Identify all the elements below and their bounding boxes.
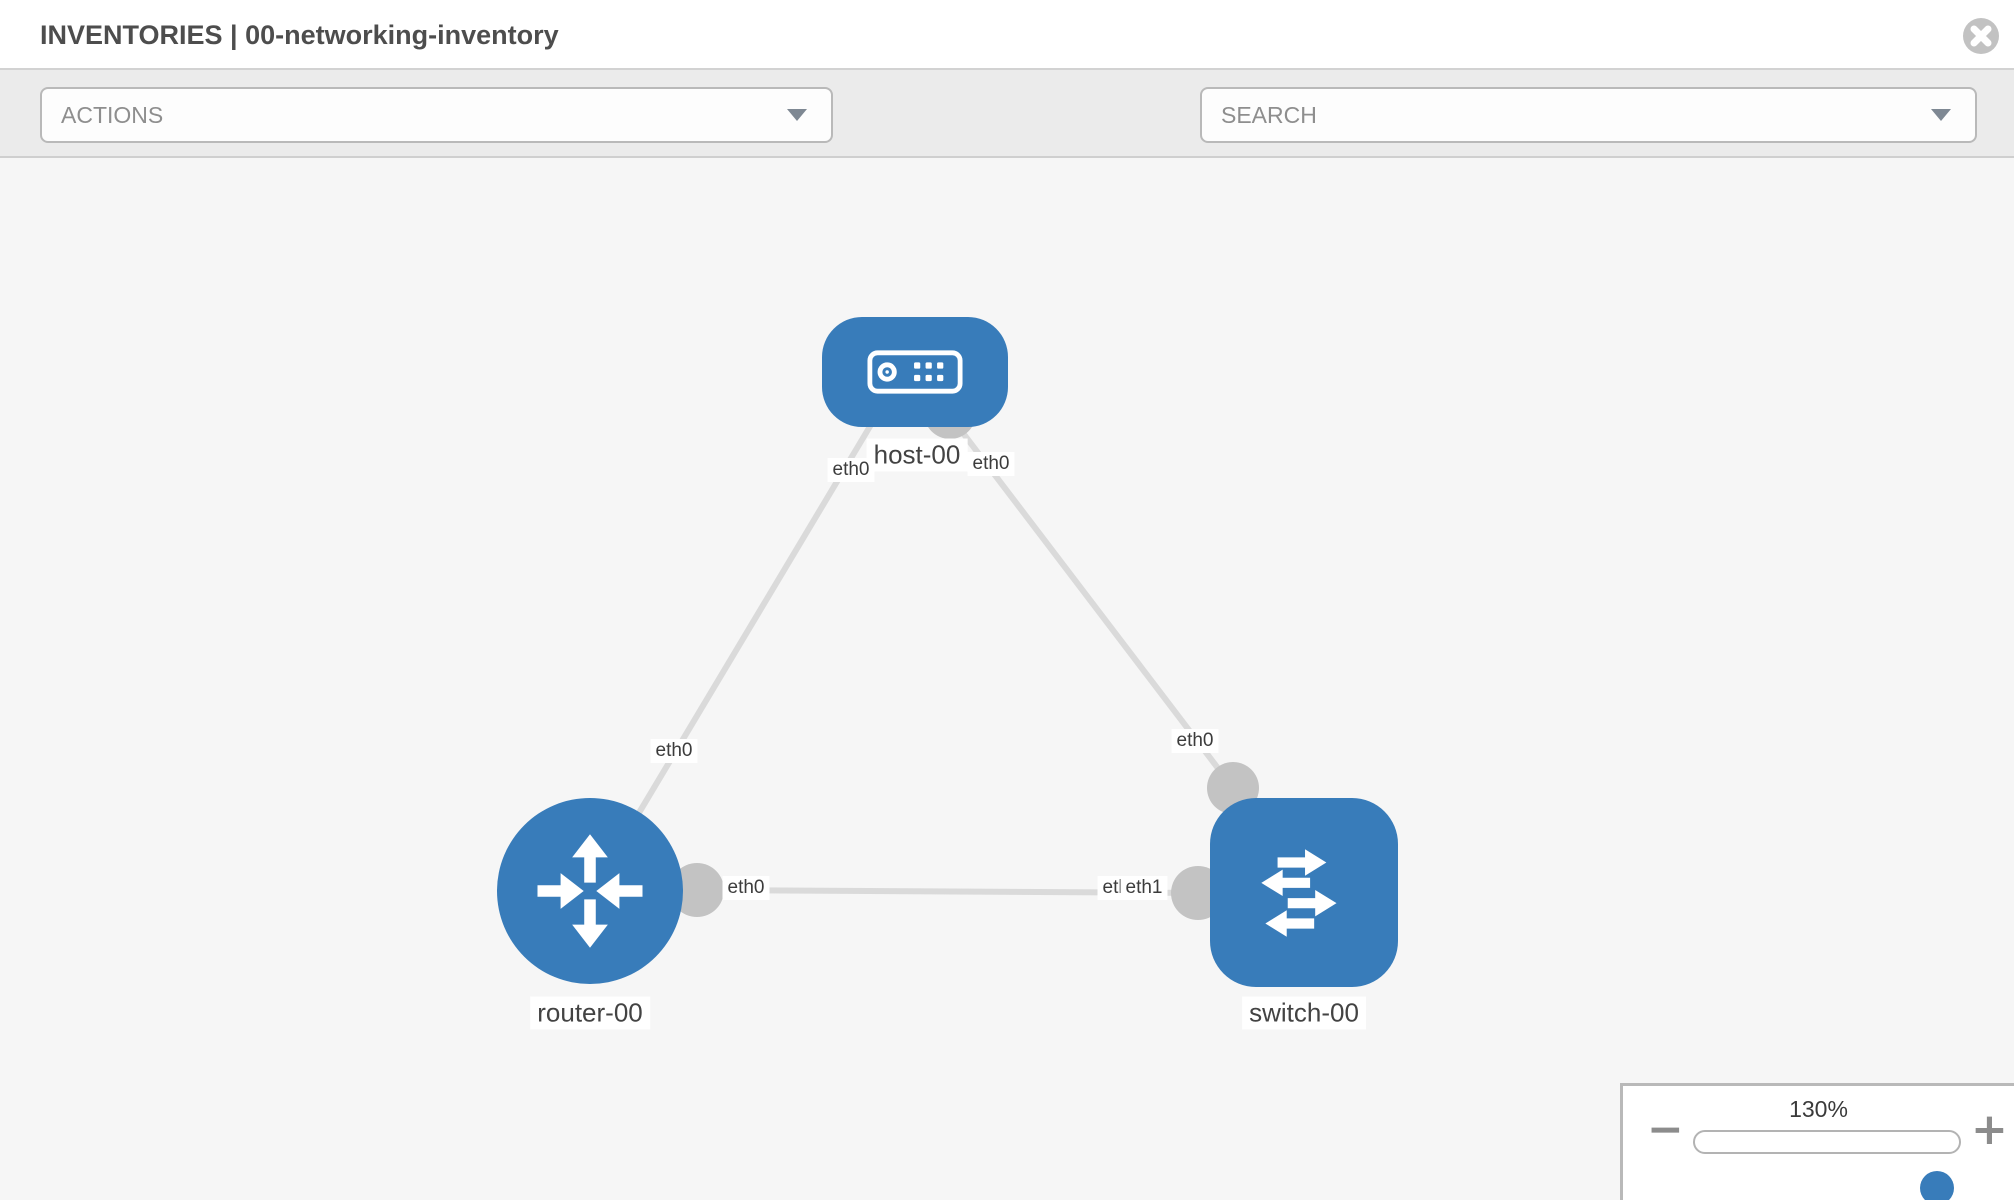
zoom-in-button[interactable]: + bbox=[1971, 1104, 2008, 1155]
iface-label-router-eth0-top: eth0 bbox=[650, 739, 698, 763]
zoom-slider[interactable] bbox=[1693, 1130, 1961, 1200]
iface-label-host-eth0-right: eth0 bbox=[967, 452, 1015, 476]
router-icon bbox=[537, 834, 643, 948]
node-label-router-00: router-00 bbox=[530, 996, 650, 1030]
zoom-out-button[interactable]: − bbox=[1647, 1104, 1684, 1155]
page-header: INVENTORIES | 00-networking-inventory bbox=[0, 0, 2014, 70]
actions-dropdown-label: ACTIONS bbox=[61, 101, 164, 128]
link-host-router[interactable] bbox=[609, 416, 878, 860]
switch-icon bbox=[1261, 848, 1337, 937]
node-label-switch-00: switch-00 bbox=[1242, 996, 1366, 1030]
host-icon bbox=[867, 350, 963, 394]
node-host-00[interactable] bbox=[822, 317, 1008, 427]
close-icon bbox=[1963, 18, 1999, 54]
chevron-down-icon bbox=[787, 109, 807, 121]
close-button[interactable] bbox=[1962, 17, 2000, 55]
toolbar: ACTIONS SEARCH bbox=[0, 70, 2014, 205]
chevron-down-icon bbox=[1931, 109, 1951, 121]
node-switch-00[interactable] bbox=[1210, 798, 1398, 987]
topology-canvas[interactable]: host-00 router-00 switch-00 eth0 eth0 et… bbox=[0, 158, 2014, 1200]
zoom-level: 130% bbox=[1789, 1096, 1848, 1122]
iface-label-host-eth0-left: eth0 bbox=[827, 458, 875, 482]
links-layer bbox=[609, 387, 1259, 920]
search-dropdown[interactable]: SEARCH bbox=[1200, 87, 1977, 143]
zoom-panel: 130% − + bbox=[1620, 1083, 2014, 1200]
iface-label-switch-eth1: eth1 bbox=[1120, 876, 1168, 900]
iface-label-router-eth0-right: eth0 bbox=[722, 876, 770, 900]
zoom-slider-thumb[interactable] bbox=[1920, 1171, 1954, 1200]
iface-label-switch-eth0-top: eth0 bbox=[1171, 729, 1219, 753]
node-router-00[interactable] bbox=[497, 798, 683, 984]
page-title: INVENTORIES | 00-networking-inventory bbox=[40, 20, 559, 50]
actions-dropdown[interactable]: ACTIONS bbox=[40, 87, 833, 143]
link-host-switch[interactable] bbox=[947, 414, 1236, 790]
connector-router-eth0[interactable] bbox=[670, 863, 724, 917]
node-label-host-00: host-00 bbox=[866, 438, 968, 472]
search-placeholder: SEARCH bbox=[1221, 101, 1317, 128]
